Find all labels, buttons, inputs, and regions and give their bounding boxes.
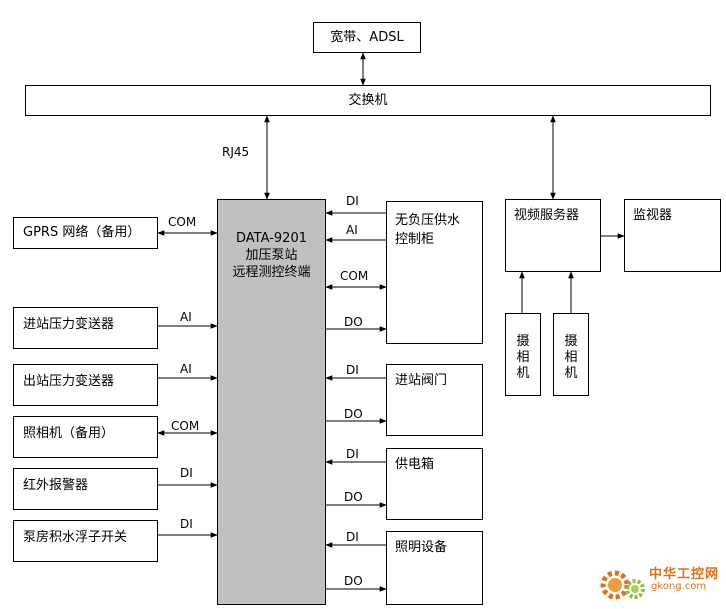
watermark-logo: 中华工控网 gkong.com (595, 561, 720, 603)
power-box-label: 供电箱 (395, 457, 435, 472)
power-do-label: DO (344, 490, 363, 504)
gprs-label: GPRS 网络（备用） (23, 225, 141, 240)
lighting-label: 照明设备 (395, 540, 448, 555)
monitor-label: 监视器 (633, 208, 673, 223)
switch-box: 交换机 (25, 85, 711, 116)
video-server-box: 视频服务器 (505, 199, 601, 272)
camera1-label: 摄 相 机 (516, 334, 530, 381)
cabinet-box: 无负压供水 控制柜 (386, 201, 483, 344)
camera-com-label: COM (171, 419, 200, 433)
inlet-valve-box: 进站阀门 (386, 364, 483, 436)
broadband-label: 宽带、ADSL (330, 30, 404, 45)
inlet-pressure-label: 进站压力变送器 (23, 317, 115, 332)
camera1-box: 摄 相 机 (505, 313, 541, 396)
rtu-description: 远程测控终端 (232, 265, 311, 280)
float-di-label: DI (180, 517, 193, 531)
infrared-alarm-box: 红外报警器 (13, 468, 158, 510)
infrared-di-label: DI (180, 466, 193, 480)
cabinet-label-line2: 控制柜 (395, 232, 435, 247)
outlet-pressure-box: 出站压力变送器 (13, 364, 158, 406)
camera-photo-box: 照相机（备用） (13, 416, 158, 458)
float-switch-label: 泵房积水浮子开关 (23, 530, 128, 545)
rtu-model: DATA-9201 (236, 231, 307, 246)
rtu-box: DATA-9201 加压泵站 远程测控终端 (217, 199, 326, 605)
lighting-box: 照明设备 (386, 531, 483, 605)
outlet-pressure-label: 出站压力变送器 (23, 374, 115, 389)
camera2-label: 摄 相 机 (564, 334, 578, 381)
cabinet-label-line1: 无负压供水 (395, 213, 461, 228)
power-di-label: DI (346, 447, 359, 461)
video-server-label: 视频服务器 (514, 208, 580, 223)
rj45-label: RJ45 (222, 145, 250, 159)
gear-icon (600, 570, 645, 600)
outlet-ai-label: AI (180, 362, 192, 376)
inlet-valve-label: 进站阀门 (395, 373, 448, 388)
monitor-box: 监视器 (624, 199, 721, 272)
gprs-box: GPRS 网络（备用） (13, 217, 158, 249)
cabinet-com-label: COM (340, 269, 369, 283)
watermark-brand: 中华工控网 (649, 567, 720, 582)
gprs-com-label: COM (168, 215, 197, 229)
switch-label: 交换机 (348, 93, 388, 108)
camera-photo-label: 照相机（备用） (23, 426, 115, 441)
cabinet-ai-label: AI (346, 223, 358, 237)
light-di-label: DI (346, 530, 359, 544)
power-box: 供电箱 (386, 448, 483, 520)
valve-di-label: DI (346, 363, 359, 377)
light-do-label: DO (344, 574, 363, 588)
inlet-pressure-box: 进站压力变送器 (13, 307, 158, 349)
inlet-ai-label: AI (180, 310, 192, 324)
watermark-domain: gkong.com (651, 581, 707, 592)
valve-do-label: DO (344, 407, 363, 421)
broadband-box: 宽带、ADSL (313, 22, 421, 53)
float-switch-box: 泵房积水浮子开关 (13, 520, 158, 562)
camera2-box: 摄 相 机 (553, 313, 589, 396)
cabinet-do-label: DO (344, 315, 363, 329)
infrared-alarm-label: 红外报警器 (23, 478, 89, 493)
cabinet-di-label: DI (346, 194, 359, 208)
rtu-name: 加压泵站 (245, 248, 298, 263)
